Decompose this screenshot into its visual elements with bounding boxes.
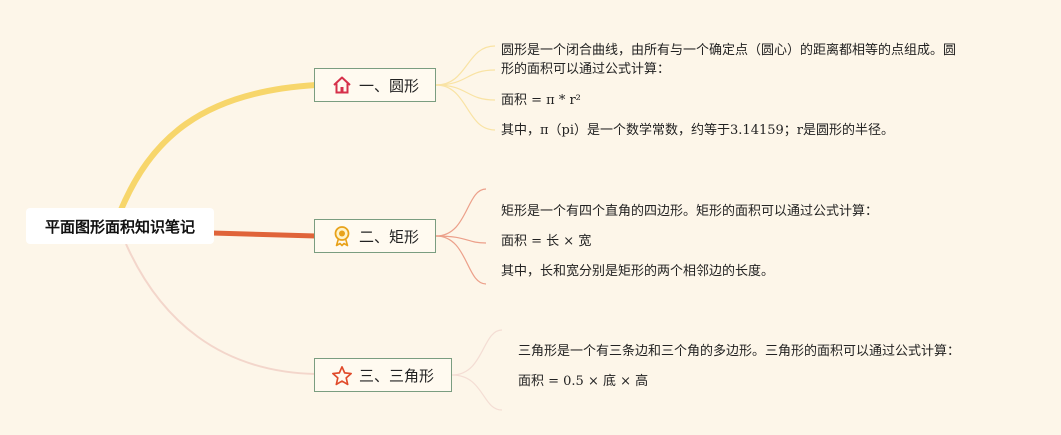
connector-circle-leaves (435, 45, 496, 131)
connector-root-triangle (125, 243, 317, 375)
star-icon (331, 364, 353, 386)
leaf-circle-explanation: 其中，π（pi）是一个数学常数，约等于3.14159；r是圆形的半径。 (501, 123, 894, 138)
root-topic-label: 平面图形面积知识笔记 (44, 217, 195, 236)
leaf-circle-definition-2: 形的面积可以通过公式计算： (501, 62, 671, 77)
leaf-rectangle-formula: 面积 = 长 × 宽 (501, 234, 592, 249)
connector-root-rectangle (209, 230, 319, 239)
branch-triangle-label: 三、三角形 (359, 366, 435, 385)
leaf-circle-formula: 面积 = π * r² (501, 93, 581, 108)
leaf-rectangle-definition: 矩形是一个有四个直角的四边形。矩形的面积可以通过公式计算： (501, 204, 879, 219)
leaf-triangle-formula: 面积 = 0.5 × 底 × 高 (518, 374, 649, 389)
root-topic[interactable]: 平面图形面积知识笔记 (26, 208, 214, 244)
connector-rectangle-leaves (435, 188, 487, 285)
house-icon (331, 74, 353, 96)
leaf-triangle-definition: 三角形是一个有三条边和三个角的多边形。三角形的面积可以通过公式计算： (518, 344, 961, 359)
connector-triangle-leaves (451, 329, 503, 411)
branch-circle-label: 一、圆形 (359, 76, 420, 95)
branch-triangle[interactable]: 三、三角形 (314, 358, 452, 392)
leaf-circle-definition-1: 圆形是一个闭合曲线，由所有与一个确定点（圆心）的距离都相等的点组成。圆 (501, 43, 957, 58)
branch-rectangle[interactable]: 二、矩形 (314, 219, 436, 253)
branch-circle[interactable]: 一、圆形 (314, 68, 436, 102)
branch-rectangle-label: 二、矩形 (359, 227, 420, 246)
leaf-rectangle-explanation: 其中，长和宽分别是矩形的两个相邻边的长度。 (501, 264, 775, 279)
connector-root-circle (117, 82, 319, 215)
award-ribbon-icon (331, 225, 353, 247)
